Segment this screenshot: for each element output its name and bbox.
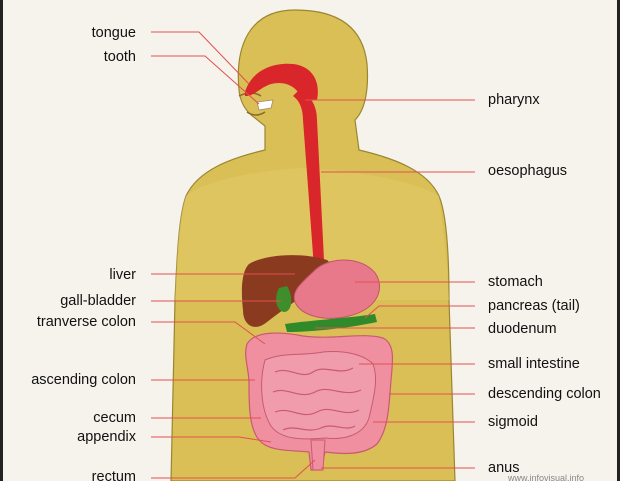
- label-stomach: stomach: [488, 274, 543, 290]
- label-gall-bladder: gall-bladder: [60, 293, 136, 309]
- label-appendix: appendix: [77, 429, 137, 445]
- label-oesophagus: oesophagus: [488, 163, 567, 179]
- label-rectum: rectum: [92, 469, 136, 481]
- label-tooth: tooth: [104, 49, 136, 65]
- label-pharynx: pharynx: [488, 92, 540, 108]
- label-cecum: cecum: [93, 410, 136, 426]
- label-liver: liver: [109, 267, 136, 283]
- diagram-canvas: tongue tooth liver gall-bladder tranvers…: [3, 0, 620, 481]
- label-pancreas: pancreas (tail): [488, 298, 580, 314]
- label-tranverse-colon: tranverse colon: [37, 314, 136, 330]
- label-duodenum: duodenum: [488, 321, 557, 337]
- label-descending-colon: descending colon: [488, 386, 601, 402]
- rectum-shape: [311, 440, 325, 470]
- leader-tongue: [151, 32, 249, 84]
- label-sigmoid: sigmoid: [488, 414, 538, 430]
- small-intestine-shape: [262, 352, 376, 439]
- watermark: www.infovisual.info: [507, 473, 584, 481]
- label-ascending-colon: ascending colon: [31, 372, 136, 388]
- label-tongue: tongue: [92, 25, 136, 41]
- label-small-intestine: small intestine: [488, 356, 580, 372]
